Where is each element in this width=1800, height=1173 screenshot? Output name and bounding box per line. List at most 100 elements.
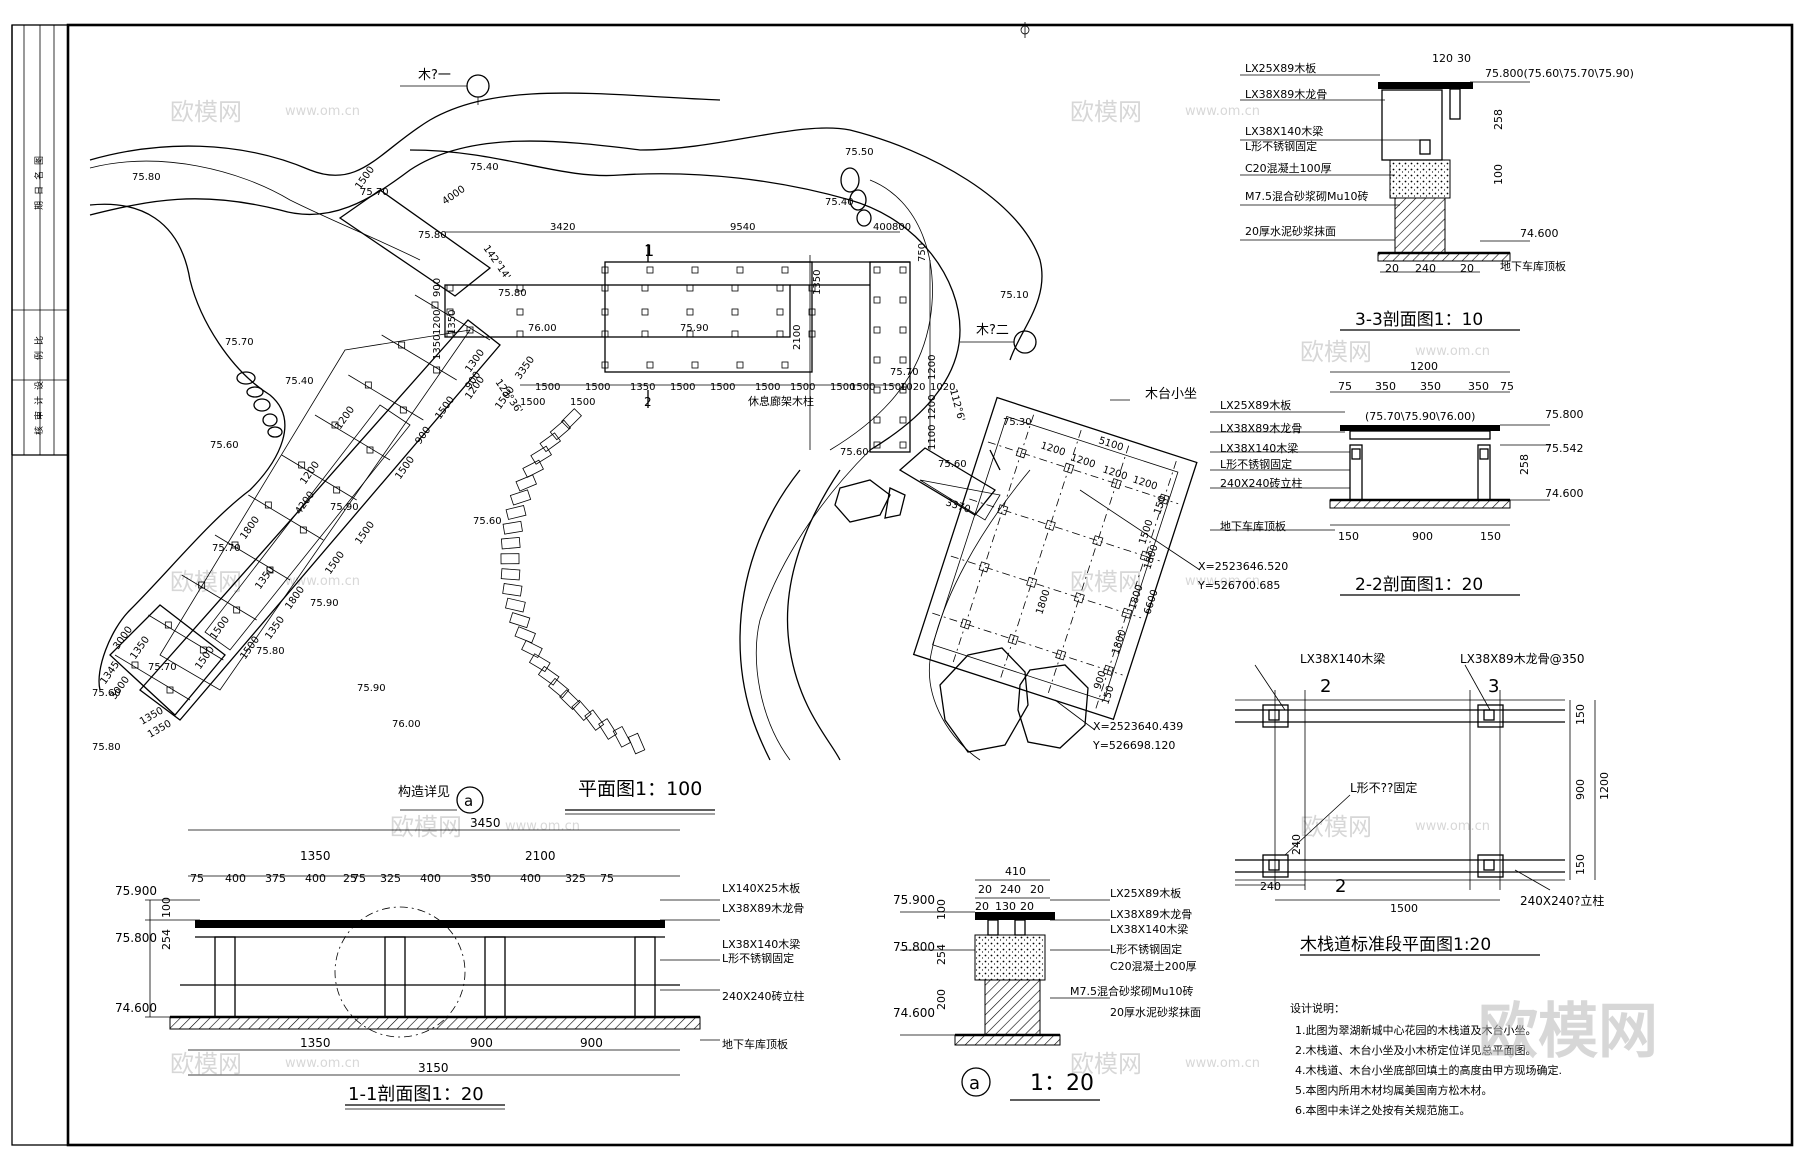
title-block-cell: 审 bbox=[33, 411, 45, 420]
grid-line bbox=[1047, 445, 1130, 694]
column bbox=[641, 308, 649, 316]
stone bbox=[500, 537, 521, 550]
dimension-label: 1800 bbox=[1110, 628, 1128, 656]
watermark-url: www.om.cn bbox=[285, 104, 360, 119]
section-2-2-top-dim: 350 bbox=[1375, 380, 1396, 393]
elevation-label: 75.60 bbox=[473, 516, 502, 527]
detail-a-dim: 20 bbox=[1030, 883, 1044, 896]
detail-a-title: 1：20 bbox=[1030, 1071, 1094, 1096]
column bbox=[1102, 664, 1114, 676]
column bbox=[1007, 633, 1019, 645]
stone bbox=[598, 718, 618, 740]
stone bbox=[537, 665, 560, 686]
plan-title: 平面图1：100 bbox=[578, 778, 702, 800]
elevation-label: 75.90 bbox=[680, 323, 709, 334]
detail-a-elev: 75.900 bbox=[893, 893, 935, 907]
detail-a-notes: LX25X89木板LX38X89木龙骨LX38X140木梁L形不锈钢固定C20混… bbox=[1070, 886, 1201, 1019]
section-1-1-height: 254 bbox=[160, 929, 173, 950]
section-2-2-top-dim: 75 bbox=[1338, 380, 1352, 393]
section-2-2-note: LX25X89木板 bbox=[1220, 398, 1291, 412]
column bbox=[808, 308, 816, 316]
title-block-cell: 日 bbox=[34, 186, 45, 195]
column bbox=[873, 296, 881, 304]
column bbox=[131, 661, 139, 669]
section-2-2-top-dim: 75 bbox=[1500, 380, 1514, 393]
column bbox=[1158, 493, 1170, 505]
column bbox=[736, 266, 744, 274]
stone bbox=[505, 504, 527, 520]
section-1-1-sub-dim: 350 bbox=[470, 872, 491, 885]
elevation-label: 75.70 bbox=[890, 367, 919, 378]
column bbox=[686, 330, 694, 338]
section-3-3-texts: 3-3剖面图1：10 bbox=[1355, 310, 1483, 330]
column bbox=[873, 266, 881, 274]
dimension-label: 1500 bbox=[208, 615, 232, 642]
section-3-3-top-dim: 30 bbox=[1457, 52, 1471, 65]
section-num-2: 2 bbox=[644, 395, 652, 409]
watermark-text: 欧模网 bbox=[1300, 338, 1372, 366]
elevation-label: 75.40 bbox=[825, 197, 854, 208]
dimension-label: 2100 bbox=[792, 325, 803, 350]
boardwalk-mark: 2 bbox=[1320, 676, 1331, 697]
elevation-label: 75.80 bbox=[256, 646, 285, 657]
section-1-1-notes: LX140X25木板LX38X89木龙骨LX38X140木梁L形不锈钢固定240… bbox=[722, 881, 805, 1051]
watermark-url: www.om.cn bbox=[285, 574, 360, 589]
section-3-3-note: 20厚水泥砂浆抹面 bbox=[1245, 224, 1336, 238]
boardwalk-dim: 150 bbox=[1574, 854, 1587, 875]
design-note-item: 2.木栈道、木台小坐及小木桥定位详见总平面图。 bbox=[1295, 1043, 1537, 1057]
watermark-text: 欧模网 bbox=[170, 1050, 242, 1078]
column bbox=[641, 284, 649, 292]
column bbox=[808, 330, 816, 338]
section-2-2-elev: 75.542 bbox=[1545, 442, 1584, 455]
dimension-label: 3420 bbox=[550, 222, 575, 233]
section-1-1-sub-dim: 325 bbox=[565, 872, 586, 885]
title-block-cell: 设 bbox=[34, 381, 45, 390]
column bbox=[166, 686, 174, 694]
diagonal-walkway-grid bbox=[114, 294, 491, 701]
detail-a-note: LX38X89木龙骨 bbox=[1110, 908, 1192, 921]
stone bbox=[571, 699, 592, 721]
dimension-label: 3350 bbox=[513, 355, 537, 382]
dimension-label: 1020 bbox=[930, 382, 955, 393]
dimension-label: 1500 bbox=[520, 397, 545, 408]
column bbox=[446, 308, 454, 316]
column bbox=[264, 501, 272, 509]
stone bbox=[530, 445, 552, 465]
dimension-label: 1100 bbox=[927, 425, 938, 450]
section-num-1: 1 bbox=[644, 241, 654, 260]
boardwalk-dim: 240 bbox=[1290, 834, 1303, 855]
boardwalk-dim: 150 bbox=[1574, 704, 1587, 725]
watermark-text: 欧模网 bbox=[1070, 568, 1142, 596]
grid-line bbox=[969, 498, 1160, 562]
column bbox=[776, 330, 784, 338]
column bbox=[231, 541, 239, 549]
section-1-1-note: LX38X140木梁 bbox=[722, 937, 800, 951]
section-1-1-sub-dim: 325 bbox=[380, 872, 401, 885]
section-2-2 bbox=[1210, 371, 1550, 596]
elevation-label: 75.90 bbox=[310, 598, 339, 609]
title-block-cell: 计 bbox=[33, 396, 45, 405]
section-1-1-sub-dim: 75 bbox=[352, 872, 366, 885]
angle-label: 112°6' bbox=[947, 388, 966, 423]
stone bbox=[515, 474, 537, 492]
grid-line bbox=[952, 414, 1034, 663]
watermark-text: 欧模网 bbox=[1070, 98, 1142, 126]
dimension-label: 1800 bbox=[1034, 588, 1052, 616]
angle-label: 142°14' bbox=[481, 243, 513, 282]
elevation-label: 75.30 bbox=[1003, 417, 1032, 428]
detail-a-dim: 410 bbox=[1005, 865, 1026, 878]
section-3-3-bottom-dim: 240 bbox=[1415, 262, 1436, 275]
dimension-label: 1500 bbox=[393, 455, 417, 482]
plan-annotations: 平面图1：100 木?一 木?二 1 2 休息廊架木柱 木台小坐 X=25236… bbox=[418, 68, 1288, 800]
section-1-1-note: 240X240砖立柱 bbox=[722, 989, 805, 1003]
column bbox=[899, 386, 907, 394]
section-3-3-bottom-dim: 20 bbox=[1385, 262, 1399, 275]
column bbox=[776, 308, 784, 316]
joist bbox=[381, 334, 457, 381]
column bbox=[978, 561, 990, 573]
section-2-2-elev: 74.600 bbox=[1545, 487, 1584, 500]
stone bbox=[500, 553, 520, 565]
stone bbox=[521, 639, 543, 659]
grid-line bbox=[987, 441, 1179, 505]
